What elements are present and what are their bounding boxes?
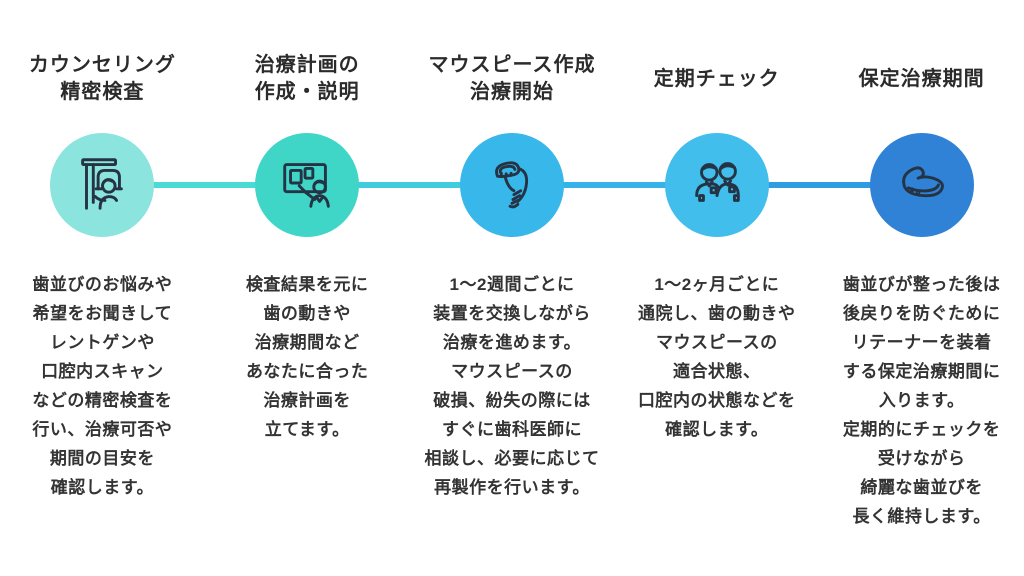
connector-line-2 [307,182,512,188]
body-line: 破損、紛失の際には [433,391,591,410]
body-line: 入ります。 [878,391,965,410]
body-line: 治療計画を [263,391,351,410]
step-body-mouthpiece-start: 1〜2週間ごとに 装置を交換しながら 治療を進めます。 マウスピースの 破損、紛… [410,270,615,531]
body-line: 確認します。 [50,478,155,497]
step-body-periodic-check: 1〜2ヶ月ごとに 通院し、歯の動きや マウスピースの 適合状態、 口腔内の状態な… [614,270,819,531]
treatment-plan-presentation-icon [276,152,338,219]
body-line: リテーナーを装着 [851,333,992,352]
title-line: 作成・説明 [254,81,360,103]
body-line: 受けながら [877,449,966,468]
connector-line-4 [716,182,922,188]
body-line: 装置を交換しながら [433,304,591,323]
step-title-periodic-check: 定期チェック [614,44,819,114]
body-line: などの精密検査を [32,391,173,410]
body-line: 通院し、歯の動きや [638,304,796,323]
step-title-treatment-plan: 治療計画の 作成・説明 [205,44,410,114]
body-line: 口腔内の状態などを [638,391,796,410]
title-line: 保定治療期間 [858,67,985,90]
title-line: 治療開始 [469,81,554,103]
body-line: 長く維持します。 [852,507,991,526]
body-line: マウスピースの [655,333,778,352]
step-circle-counseling [50,133,155,237]
body-line: 行い、治療可否や [32,420,173,439]
body-line: 再製作を行います。 [434,478,590,497]
body-line: 相談し、必要に応じて [424,449,600,468]
step-title-retention-period: 保定治療期間 [819,44,1024,114]
body-line: レントゲンや [49,333,155,352]
body-line: 定期的にチェックを [842,420,1001,439]
body-line: 口腔内スキャン [41,362,164,381]
step-body-retention-period: 歯並びが整った後は 後戻りを防ぐために リテーナーを装着 する保定治療期間に 入… [819,270,1024,531]
title-line: カウンセリング [28,54,176,76]
title-line: 精密検査 [60,81,145,103]
body-line: 確認します。 [665,420,769,439]
body-line: 治療期間など [254,333,360,352]
body-line: マウスピースの [451,362,573,381]
body-line: 期間の目安を [49,449,155,468]
title-line: 治療計画の [254,54,360,76]
hand-holding-mouthpiece-icon [481,152,543,219]
body-line: 検査結果を元に [245,275,369,294]
titles-row: カウンセリング 精密検査 治療計画の 作成・説明 マウスピース作成 治療開始 定… [0,44,1024,114]
step-title-mouthpiece-start: マウスピース作成 治療開始 [410,44,615,114]
step-body-treatment-plan: 検査結果を元に 歯の動きや 治療期間など あなたに合った 治療計画を 立てます。 [205,270,410,531]
step-body-counseling: 歯並びのお悩みや 希望をお聞きして レントゲンや 口腔内スキャン などの精密検査… [0,270,205,531]
body-line: あなたに合った [245,362,369,381]
title-line: マウスピース作成 [428,54,596,76]
title-line: 定期チェック [653,67,780,90]
body-line: 綺麗な歯並びを [860,478,983,497]
step-title-counseling: カウンセリング 精密検査 [0,44,205,114]
connector-line-1 [102,182,308,188]
body-line: 適合状態、 [673,362,761,381]
connector-line-3 [512,182,717,188]
body-line: 立てます。 [264,420,350,439]
bodies-row: 歯並びのお悩みや 希望をお聞きして レントゲンや 口腔内スキャン などの精密検査… [0,270,1024,531]
step-circle-mouthpiece-start [459,133,564,237]
step-circle-retention-period [869,133,974,237]
retainer-icon [891,152,953,219]
body-line: 歯並びのお悩みや [32,275,173,294]
body-line: 希望をお聞きして [32,304,173,323]
body-line: 1〜2ヶ月ごとに [654,275,780,294]
body-line: 歯の動きや [263,304,351,323]
body-line: 歯並びが整った後は [842,275,1001,294]
body-line: 1〜2週間ごとに [449,275,575,294]
step-circle-periodic-check [664,133,769,237]
two-dentists-icon [686,152,748,219]
body-line: 治療を進めます。 [442,333,582,352]
xray-machine-icon [71,152,133,219]
body-line: する保定治療期間に [842,362,1001,381]
step-circle-treatment-plan [255,133,360,237]
body-line: 後戻りを防ぐために [842,304,1001,323]
body-line: すぐに歯科医師に [441,420,582,439]
timeline [0,130,1024,244]
circles-row [0,130,1024,237]
